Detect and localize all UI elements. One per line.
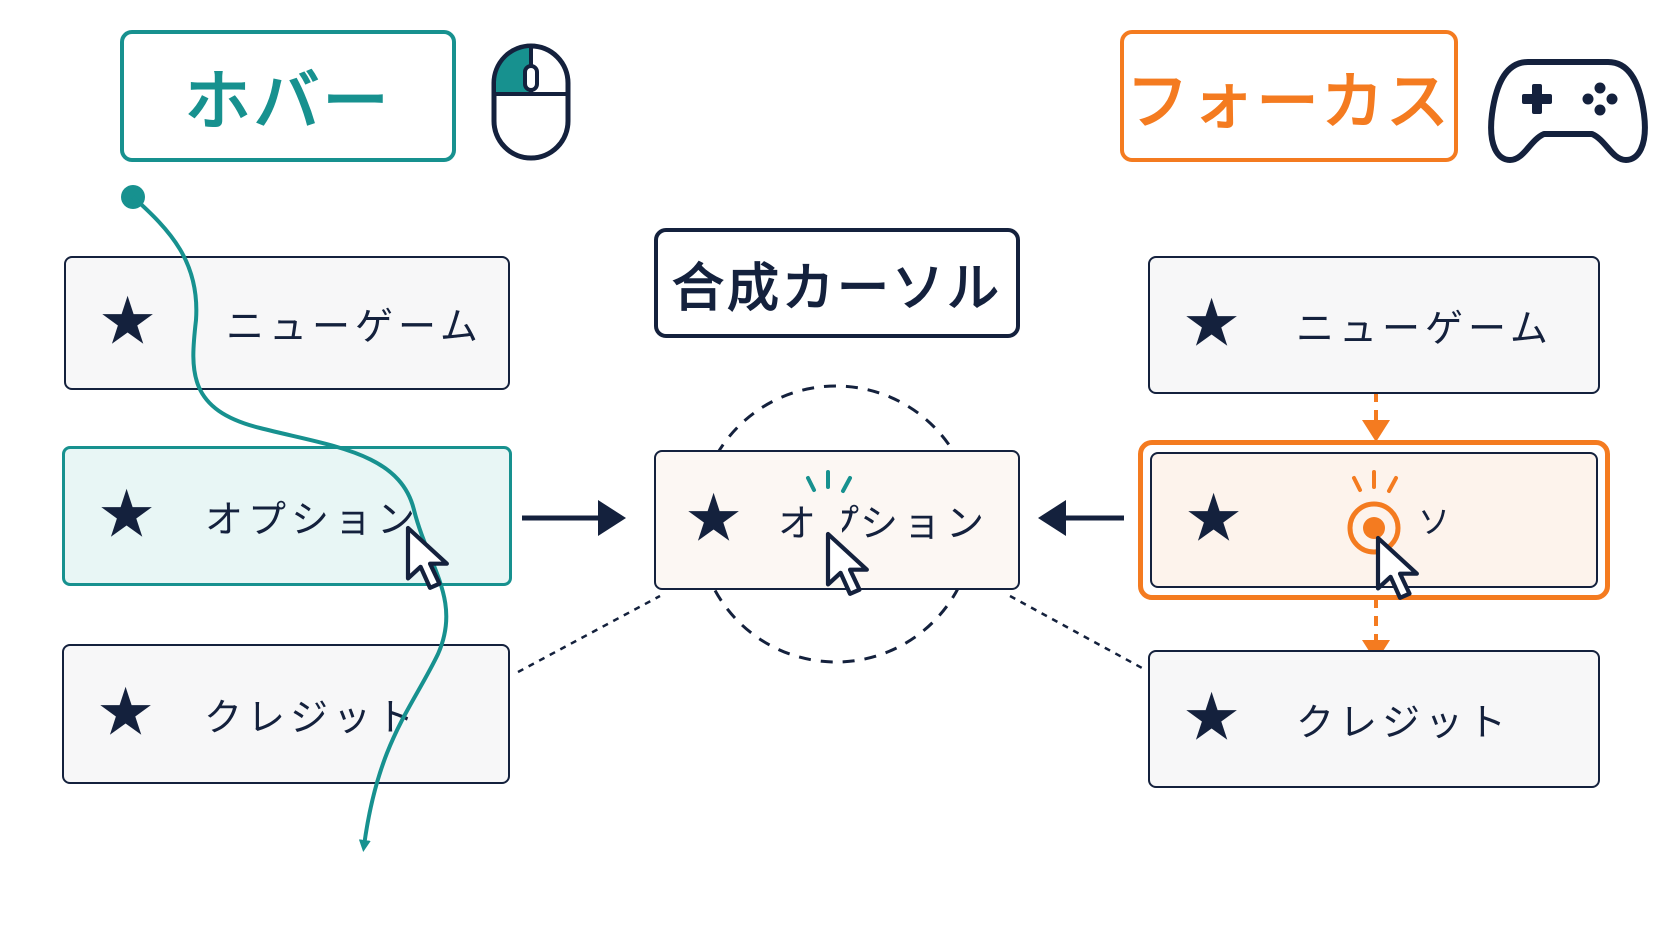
focus-item-label: ニューゲーム <box>1296 306 1553 351</box>
focus-title: フォーカス <box>1120 30 1458 162</box>
focus-target-icon <box>1347 501 1401 555</box>
star-icon: ★ <box>1182 678 1242 756</box>
star-icon: ★ <box>98 282 158 360</box>
arrow-hover-to-composite <box>522 500 626 536</box>
focus-cursor-icon <box>1375 535 1419 600</box>
focus-ring <box>1138 440 1610 600</box>
star-icon: ★ <box>96 673 156 751</box>
composite-title-text: 合成カーソル <box>671 258 1002 319</box>
focus-item-label: ソ <box>1418 503 1456 541</box>
hover-pointer-path <box>131 195 449 852</box>
gamepad-icon <box>1488 59 1648 163</box>
hover-item-new-game[interactable]: ★ ニューゲーム <box>64 256 510 390</box>
star-icon: ★ <box>684 479 744 557</box>
composite-title: 合成カーソル <box>654 228 1020 338</box>
star-icon: ★ <box>1184 479 1244 557</box>
arrow-focus-to-composite <box>1038 500 1124 536</box>
composite-item-options[interactable]: ★ オプ ション <box>654 450 1020 590</box>
focus-item-new-game[interactable]: ★ ニューゲーム <box>1148 256 1600 394</box>
composite-item-label-right: ション <box>860 501 990 546</box>
hover-item-credits[interactable]: ★ クレジット <box>62 644 510 784</box>
connector-right-dotted <box>1009 594 1143 670</box>
focus-arrow-down-1 <box>1362 356 1390 442</box>
composite-item-label-left: オプ <box>778 493 864 548</box>
star-icon: ★ <box>97 475 157 553</box>
composite-cursor-icon <box>825 531 869 596</box>
hover-item-label: クレジット <box>204 695 420 740</box>
hover-title-text: ホバー <box>184 63 392 140</box>
hover-item-options[interactable]: ★ オプション <box>62 446 512 586</box>
hover-item-label: オプション <box>205 497 421 542</box>
focus-spark-icon <box>1352 470 1398 493</box>
composite-spark-icon <box>806 470 852 493</box>
hover-cursor-icon <box>405 525 449 590</box>
focus-title-text: フォーカス <box>1126 65 1452 138</box>
star-icon: ★ <box>1182 284 1242 362</box>
focus-item-credits[interactable]: ★ クレジット <box>1148 650 1600 788</box>
mouse-icon <box>491 43 571 161</box>
connector-left-dotted <box>517 594 661 674</box>
hover-item-label: ニューゲーム <box>226 304 483 349</box>
focus-item-label: クレジット <box>1296 700 1512 745</box>
hover-title: ホバー <box>120 30 456 162</box>
